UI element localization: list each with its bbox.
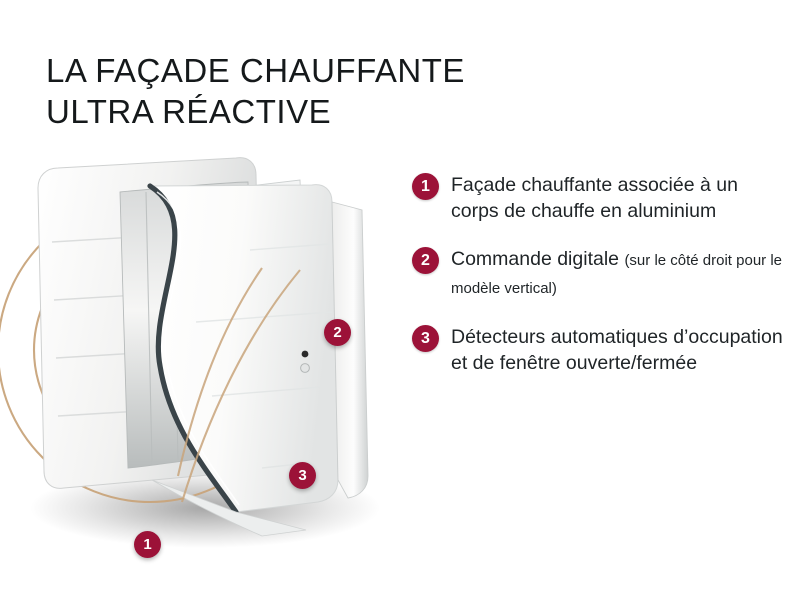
legend-badge-2: 2 <box>412 247 439 274</box>
legend-note-2: (sur le côté droit pour le modèle vertic… <box>451 252 783 297</box>
heating-facade-panel <box>147 183 339 515</box>
radiator-side-face <box>331 201 369 499</box>
radiator-base <box>151 479 307 537</box>
legend-badge-1: 1 <box>412 173 439 200</box>
legend-item-3: 3 Détecteurs automatiques d’occupation e… <box>412 324 792 376</box>
marker-1[interactable]: 1 <box>134 531 161 558</box>
legend-text-1: Façade chauffante associée à un corps de… <box>451 174 738 222</box>
sensor-group <box>300 350 310 373</box>
cutaway-edge <box>147 183 239 515</box>
legend-text-2: Commande digitale <box>451 248 620 270</box>
legend-label-1: Façade chauffante associée à un corps de… <box>451 172 791 224</box>
occupancy-sensor-dot <box>301 350 309 358</box>
legend-badge-3: 3 <box>412 325 439 352</box>
legend-item-2: 2 Commande digitale (sur le côté droit p… <box>412 246 792 302</box>
legend-list: 1 Façade chauffante associée à un corps … <box>412 172 792 398</box>
window-sensor-dot <box>300 363 310 373</box>
legend-label-3: Détecteurs automatiques d’occupation et … <box>451 324 791 376</box>
legend-item-1: 1 Façade chauffante associée à un corps … <box>412 172 792 224</box>
marker-3[interactable]: 3 <box>289 462 316 489</box>
legend-text-3: Détecteurs automatiques d’occupation et … <box>451 326 783 374</box>
heat-wave-arcs-foreground <box>176 267 301 503</box>
page-title-line-2: ULTRA RÉACTIVE <box>46 93 332 130</box>
page-title-line-1: LA FAÇADE CHAUFFANTE <box>46 52 465 89</box>
marker-2[interactable]: 2 <box>324 319 351 346</box>
radiator-graphic <box>0 157 380 548</box>
page-title: LA FAÇADE CHAUFFANTE ULTRA RÉACTIVE <box>46 50 606 132</box>
radiator-illustration: 1 2 3 <box>0 150 400 570</box>
legend-label-2: Commande digitale (sur le côté droit pou… <box>451 246 791 302</box>
